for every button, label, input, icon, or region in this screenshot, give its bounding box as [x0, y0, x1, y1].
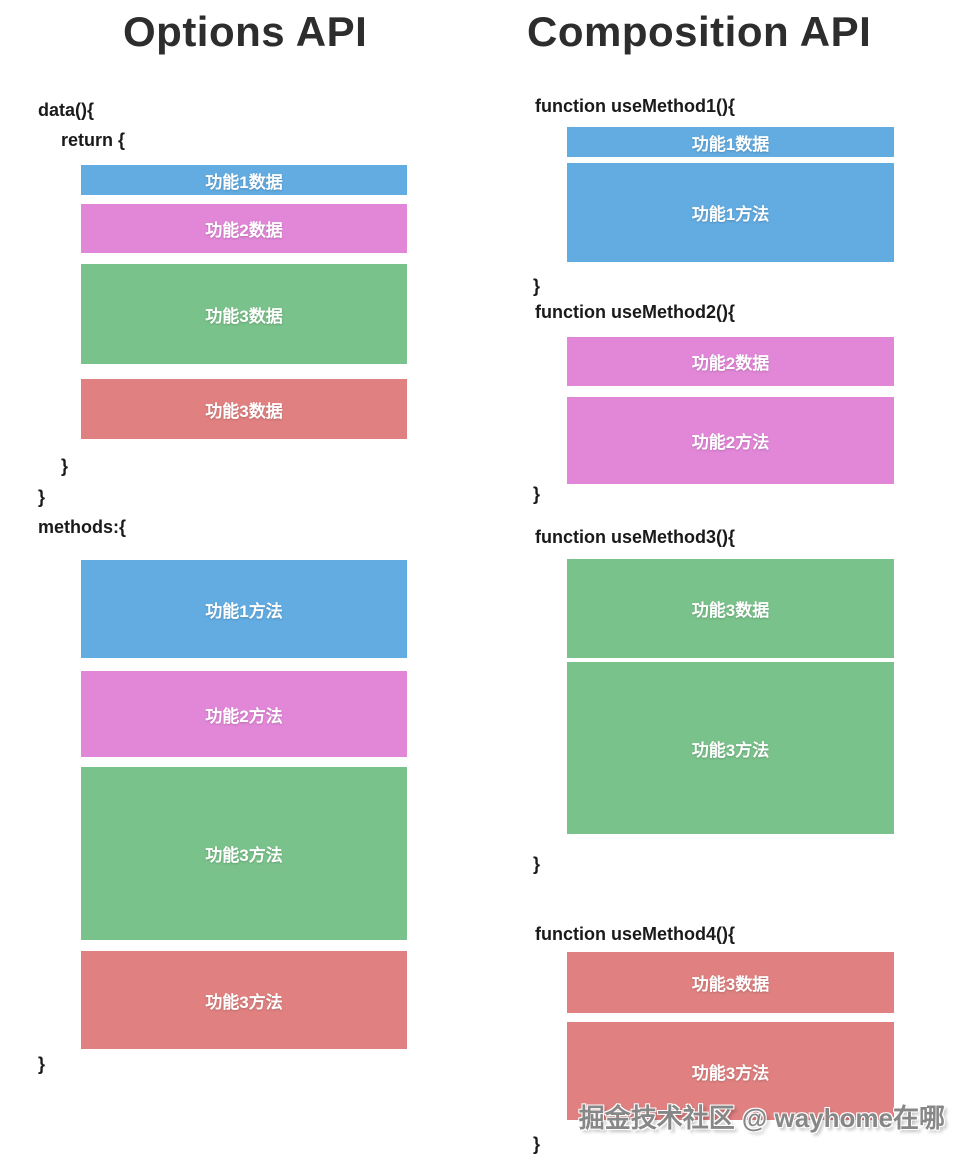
- options-api-title: Options API: [123, 8, 368, 55]
- code-usemethod4-open: function useMethod4(){: [535, 924, 735, 944]
- options-data-block-feature1: 功能1数据: [81, 165, 407, 195]
- composition-method2-method-block: 功能2方法: [567, 397, 894, 484]
- juejin-watermark: 掘金技术社区 @ wayhome在哪: [578, 1103, 945, 1133]
- options-method-block-feature3-red: 功能3方法: [81, 951, 407, 1049]
- code-return-open: return {: [61, 130, 126, 150]
- options-method-block-feature3-green: 功能3方法: [81, 767, 407, 940]
- code-usemethod1-open: function useMethod1(){: [535, 96, 735, 116]
- code-methods-open: methods:{: [38, 517, 127, 537]
- code-data-open: data(){: [38, 100, 95, 120]
- code-usemethod4-close: }: [533, 1134, 541, 1154]
- options-data-block-feature2: 功能2数据: [81, 204, 407, 253]
- composition-method1-method-block: 功能1方法: [567, 163, 894, 262]
- code-close-inner: }: [61, 456, 69, 476]
- composition-method1-data-block: 功能1数据: [567, 127, 894, 157]
- code-usemethod3-close: }: [533, 854, 541, 874]
- code-usemethod2-open: function useMethod2(){: [535, 302, 735, 322]
- composition-method3-data-block: 功能3数据: [567, 559, 894, 658]
- composition-api-title: Composition API: [527, 8, 872, 55]
- code-usemethod3-open: function useMethod3(){: [535, 527, 735, 547]
- options-data-block-feature3-green: 功能3数据: [81, 264, 407, 364]
- options-method-block-feature1: 功能1方法: [81, 560, 407, 658]
- options-method-block-feature2: 功能2方法: [81, 671, 407, 757]
- options-data-block-feature3-red: 功能3数据: [81, 379, 407, 439]
- code-usemethod1-close: }: [533, 276, 541, 296]
- composition-method4-method-block: 功能3方法: [567, 1022, 894, 1120]
- code-close-methods: }: [38, 1054, 46, 1074]
- composition-method3-method-block: 功能3方法: [567, 662, 894, 834]
- composition-method2-data-block: 功能2数据: [567, 337, 894, 386]
- code-close-outer: }: [38, 487, 46, 507]
- composition-method4-data-block: 功能3数据: [567, 952, 894, 1013]
- code-usemethod2-close: }: [533, 484, 541, 504]
